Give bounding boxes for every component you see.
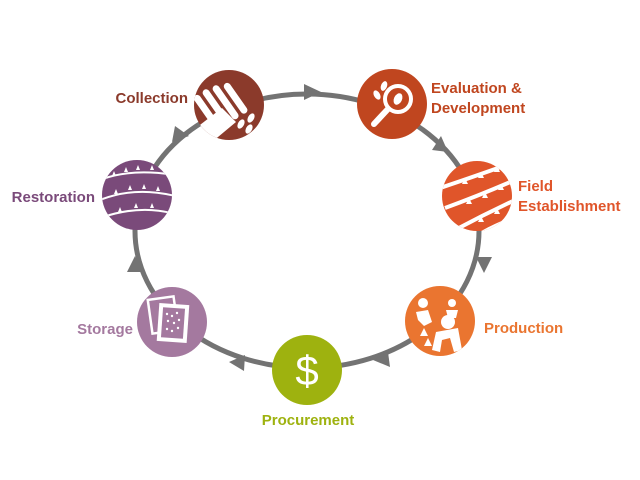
evaluation-label-line1: Evaluation & — [431, 80, 522, 97]
collection-label: Collection — [115, 90, 188, 107]
seed-bags-icon — [146, 294, 190, 344]
production-node — [405, 286, 475, 356]
field-label-line1: Field — [518, 178, 554, 195]
field-node — [442, 161, 512, 231]
production-label: Production — [484, 320, 564, 337]
field-label-line2: Establishment — [518, 198, 621, 215]
arrow-storage-to-restoration — [127, 256, 143, 272]
arrow-evaluation-to-field — [432, 136, 448, 152]
evaluation-label: Evaluation & Development — [431, 79, 525, 119]
evaluation-label-line2: Development — [431, 100, 526, 117]
arrow-collection-to-evaluation — [304, 84, 321, 100]
arrow-restoration-to-collection — [172, 126, 189, 142]
dollar-icon: $ — [295, 347, 318, 394]
restoration-node — [102, 160, 172, 230]
procurement-node: $ — [272, 335, 342, 405]
restoration-label: Restoration — [11, 189, 95, 206]
storage-label: Storage — [77, 321, 133, 338]
storage-node — [137, 287, 207, 357]
arrow-procurement-to-storage — [229, 355, 245, 371]
arrow-production-to-procurement — [373, 352, 390, 367]
cycle-arrows — [127, 84, 492, 371]
field-label: Field Establishment — [518, 177, 621, 217]
arrow-field-to-production — [476, 257, 492, 273]
collection-node — [194, 70, 264, 140]
magnifier-seed-icon — [371, 81, 413, 127]
evaluation-node — [357, 69, 427, 139]
procurement-label: Procurement — [261, 412, 355, 429]
workers-harvest-icon — [416, 298, 462, 352]
